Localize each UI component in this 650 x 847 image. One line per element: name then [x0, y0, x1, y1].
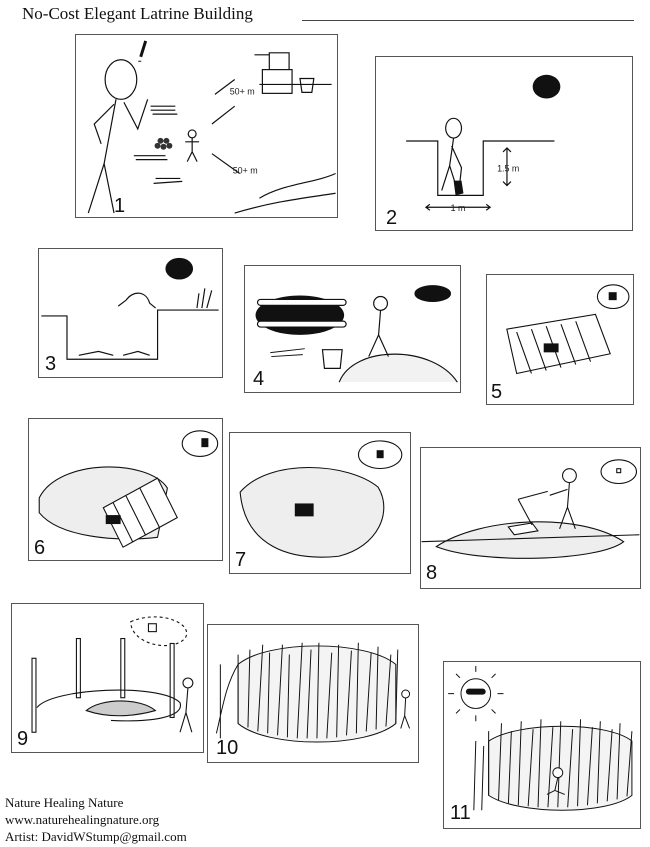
step-number: 8 — [426, 562, 438, 584]
line-pit-illustration — [41, 257, 219, 360]
tamp-mound-illustration — [421, 459, 640, 559]
step-number: 5 — [491, 381, 503, 403]
panel-4-log-frame: 4 — [244, 265, 461, 393]
step-number: 2 — [386, 207, 398, 229]
depth-label: 1.5 m — [497, 164, 519, 174]
panel-11-completed-latrine: 11 — [443, 661, 641, 829]
step-number: 3 — [45, 353, 57, 375]
panel-9-set-posts: 9 — [11, 603, 204, 753]
panel-7-finished-mound: 7 — [229, 432, 411, 574]
set-posts-illustration — [31, 616, 194, 733]
panel-2-dig-pit: 1.5 m 1 m 2 — [375, 56, 633, 231]
step-number: 4 — [253, 368, 265, 390]
step-number: 7 — [235, 549, 247, 571]
panel-8-tamp-mound: 8 — [420, 447, 641, 589]
panel-5-log-platform: 5 — [486, 274, 634, 405]
log-frame-illustration — [255, 285, 458, 383]
panel-10-grass-wall: 10 — [207, 624, 419, 763]
site-selection-illustration: 50+ m 50+ m — [87, 40, 336, 214]
panel-1-site-selection: 50+ m 50+ m 1 — [75, 34, 338, 218]
step-number: 11 — [450, 802, 471, 824]
organization-name: Nature Healing Nature — [5, 795, 124, 810]
finished-mound-illustration — [239, 440, 403, 558]
completed-latrine-illustration — [448, 665, 633, 811]
distance-label-river: 50+ m — [233, 165, 258, 175]
width-label: 1 m — [451, 203, 466, 213]
sun-with-sunglasses-icon — [448, 665, 504, 722]
step-number: 9 — [17, 728, 29, 750]
website-link[interactable]: www.naturehealingnature.org — [5, 812, 160, 827]
artist-credit: Artist: DavidWStump@gmail.com — [5, 829, 187, 844]
grass-wall-illustration — [215, 642, 411, 743]
dig-pit-illustration: 1.5 m 1 m — [406, 74, 561, 213]
dark-spot-icon — [532, 74, 561, 99]
panel-6-cover-mound: 6 — [28, 418, 223, 561]
panel-3-line-pit: 3 — [38, 248, 223, 378]
cover-mound-illustration — [38, 430, 219, 548]
credits: Nature Healing Nature www.naturehealingn… — [5, 794, 187, 845]
step-number: 10 — [216, 737, 239, 759]
page-title: No-Cost Elegant Latrine Building — [22, 4, 253, 23]
name-blank-line — [302, 20, 634, 21]
step-number: 1 — [114, 195, 126, 217]
step-number: 6 — [34, 537, 46, 559]
log-platform-illustration — [506, 284, 630, 375]
distance-label-well: 50+ m — [230, 86, 255, 96]
